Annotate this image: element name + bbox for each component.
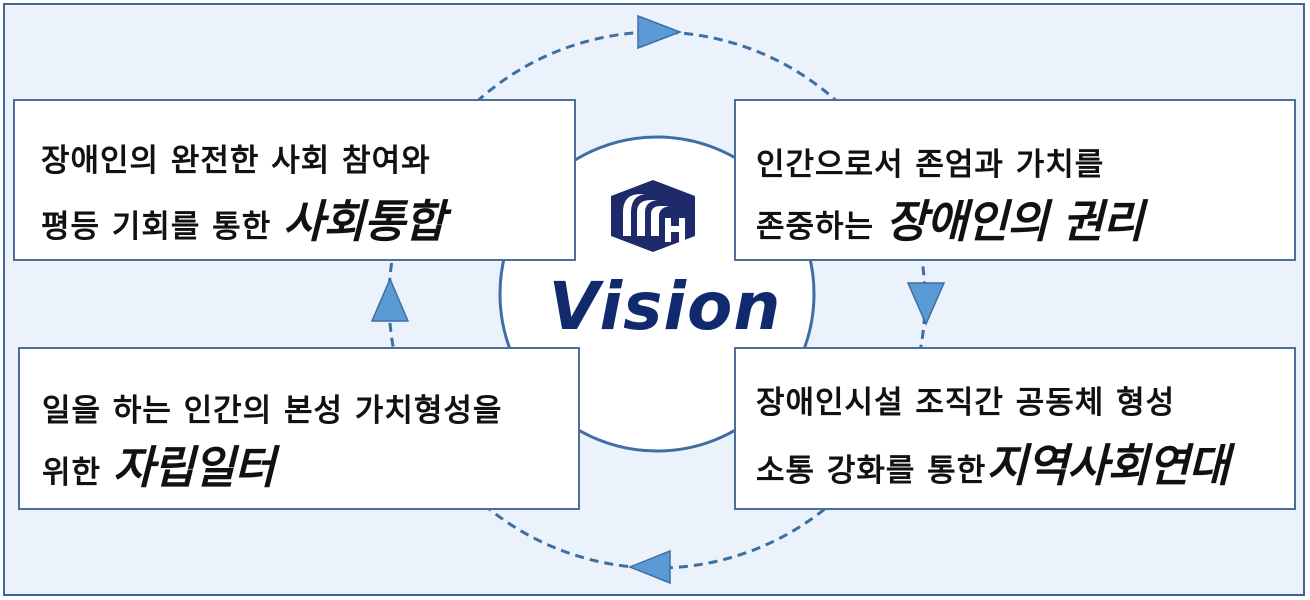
box-line2-text: 존중하는: [756, 209, 886, 245]
box-emphasis: 장애인의 권리: [885, 195, 1144, 248]
box-community-solidarity: 장애인시설 조직간 공동체 형성 소통 강화를 통한지역사회연대: [734, 347, 1296, 510]
box-line2: 존중하는 장애인의 권리: [756, 185, 1144, 250]
vision-title: Vision: [548, 268, 782, 345]
cycle-arrow-left: [370, 277, 410, 322]
box-emphasis: 자립일터: [112, 441, 276, 494]
cycle-arrow-bottom: [627, 549, 671, 585]
cycle-arrow-right: [906, 282, 946, 326]
box-emphasis: 지역사회연대: [986, 439, 1229, 492]
box-line2-text: 평등 기회를 통한: [41, 209, 284, 245]
box-line1: 장애인의 완전한 사회 참여와: [41, 143, 431, 179]
box-line1: 장애인시설 조직간 공동체 형성: [756, 385, 1176, 421]
box-social-integration: 장애인의 완전한 사회 참여와 평등 기회를 통한 사회통합: [13, 99, 576, 261]
box-emphasis: 사회통합: [283, 195, 446, 248]
mh-logo-icon: [611, 180, 695, 252]
box-line2: 평등 기회를 통한 사회통합: [41, 185, 446, 250]
box-line2-text: 위한: [42, 455, 113, 491]
box-line2: 소통 강화를 통한지역사회연대: [756, 429, 1230, 494]
box-disability-rights: 인간으로서 존엄과 가치를 존중하는 장애인의 권리: [734, 99, 1296, 261]
box-line1: 일을 하는 인간의 본성 가치형성을: [42, 393, 503, 429]
box-independent-workplace: 일을 하는 인간의 본성 가치형성을 위한 자립일터: [18, 347, 580, 510]
cycle-arrow-top: [637, 14, 683, 50]
box-line2: 위한 자립일터: [42, 431, 276, 496]
box-line2-text: 소통 강화를 통한: [756, 453, 987, 489]
box-line1: 인간으로서 존엄과 가치를: [756, 147, 1105, 183]
